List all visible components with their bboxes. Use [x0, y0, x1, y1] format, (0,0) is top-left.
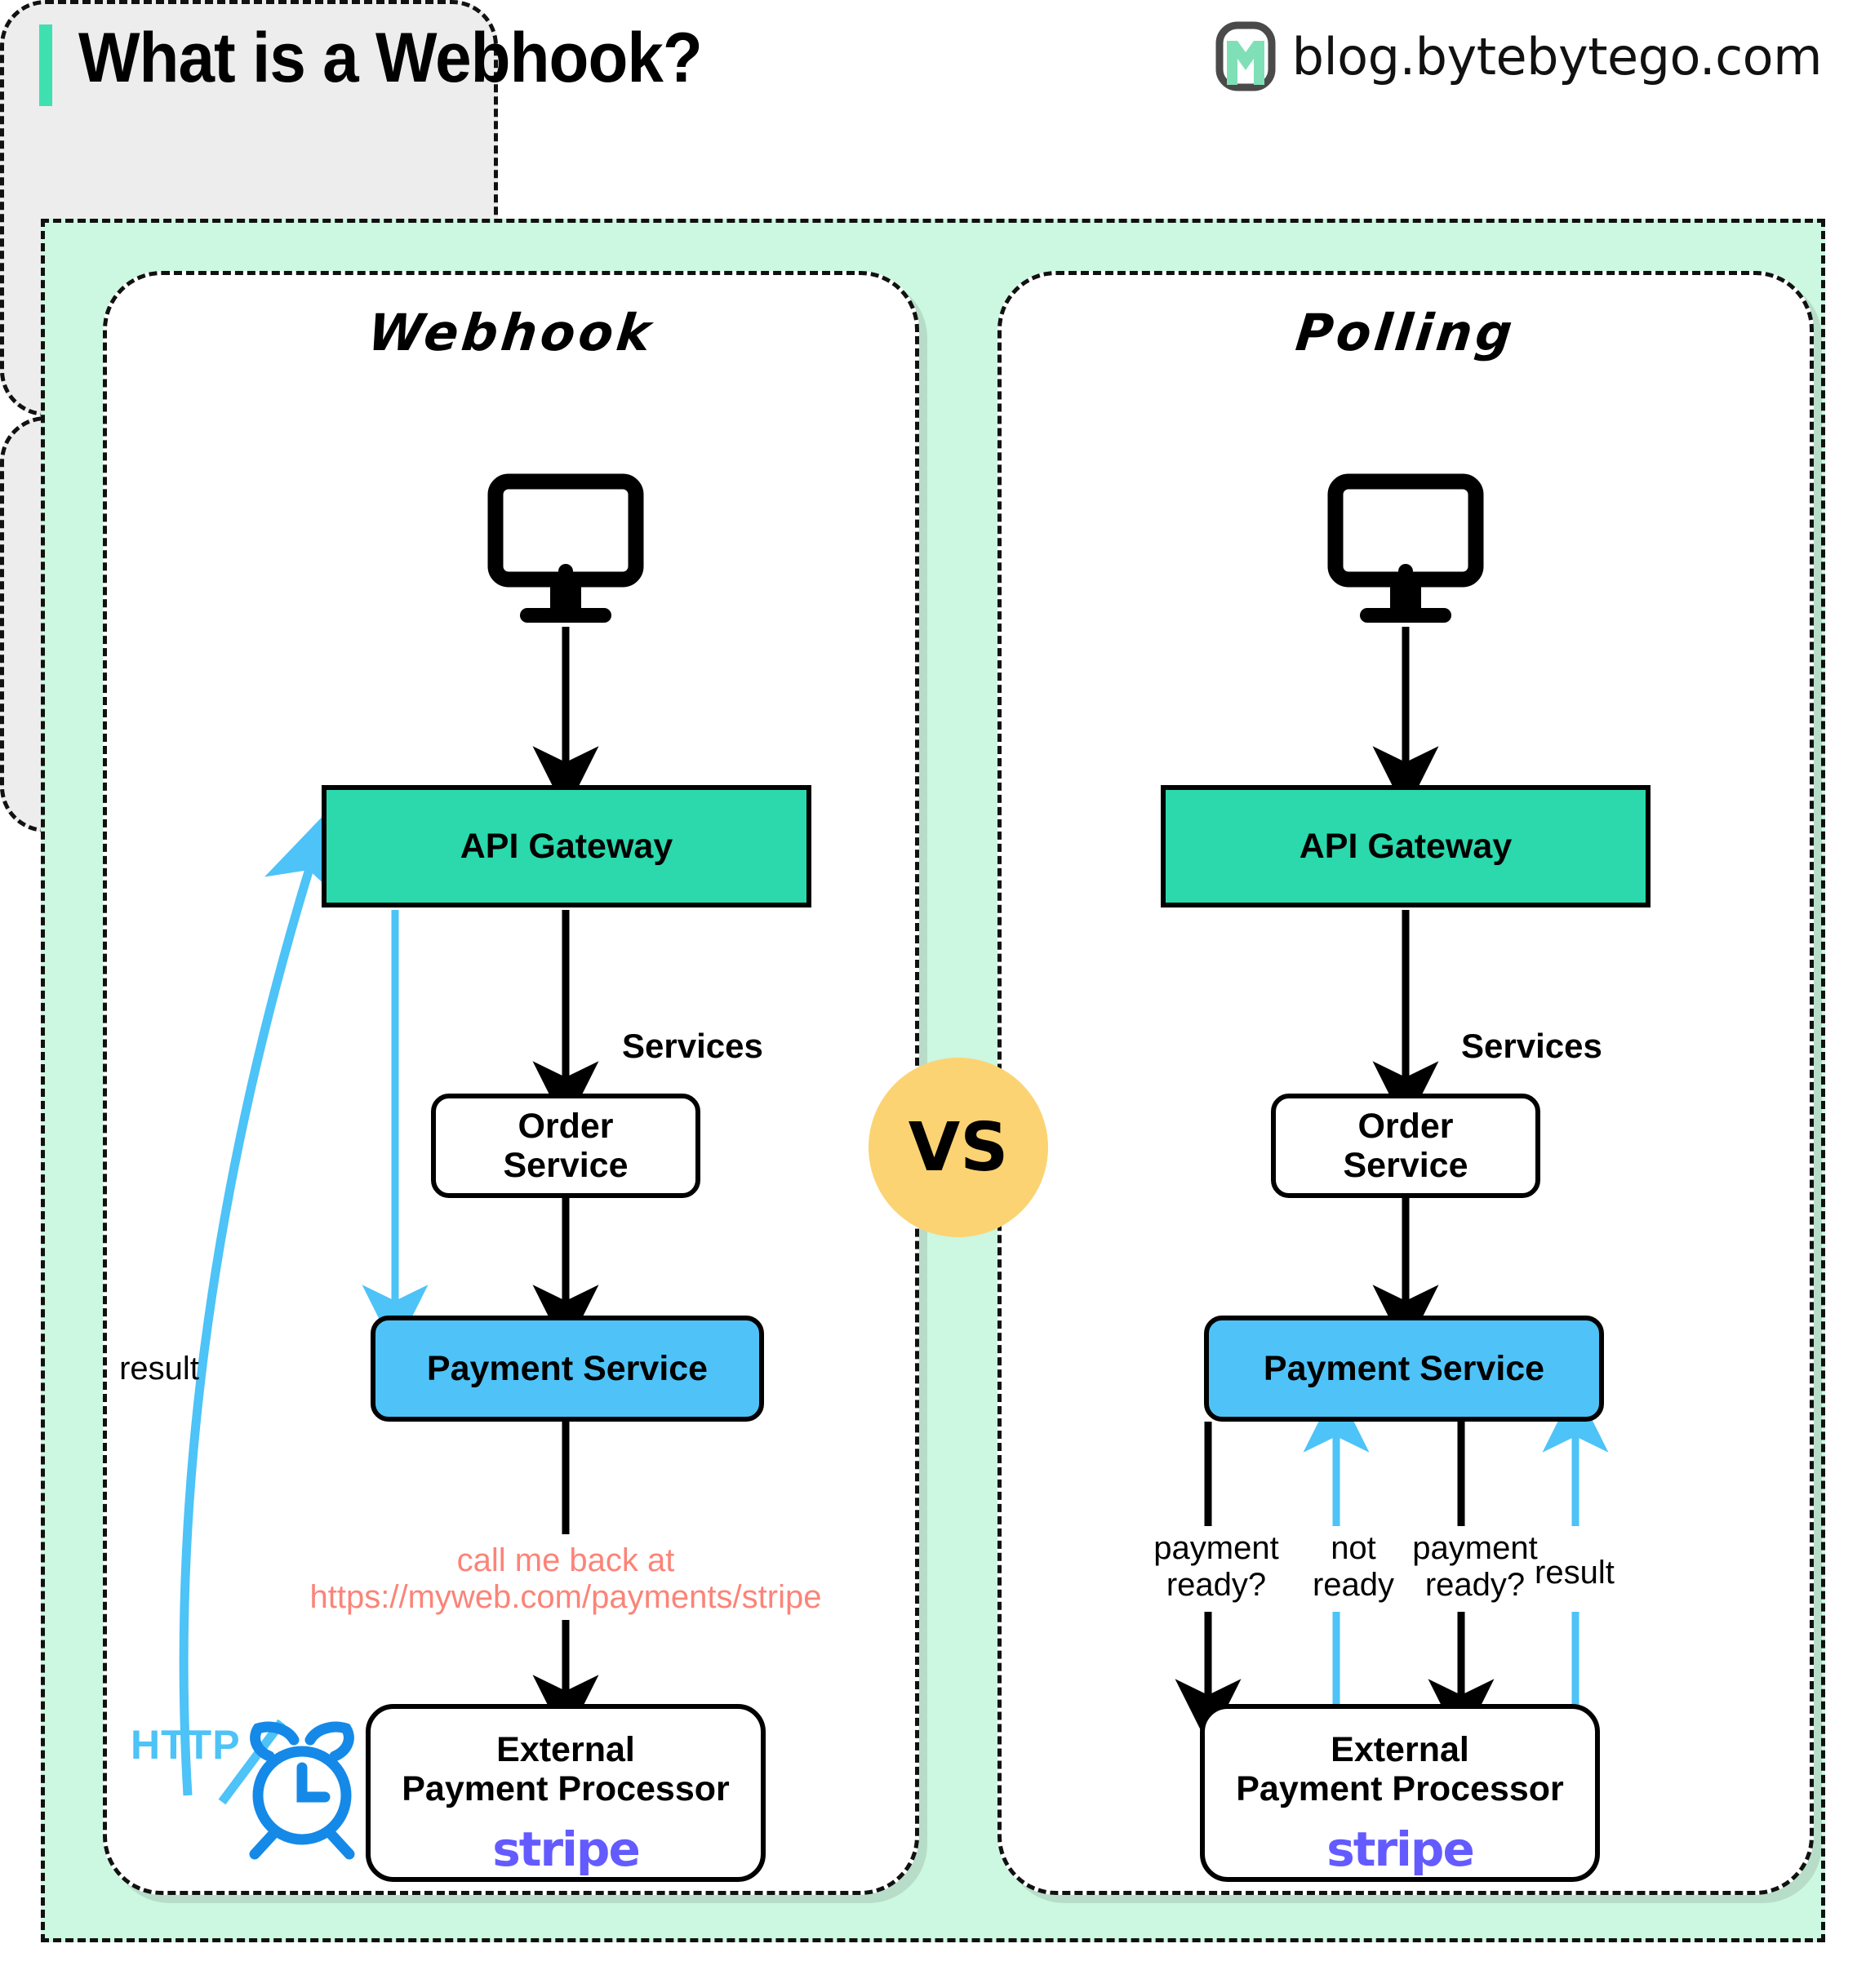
poll-label-4: result — [1535, 1555, 1615, 1591]
panel-polling: Polling — [997, 271, 1814, 1895]
brand-block: blog.bytebytego.com — [1215, 21, 1823, 91]
services-label-polling: Services — [1461, 1027, 1602, 1065]
poll-label-1-line2: ready? — [1166, 1566, 1267, 1603]
order-service-line2: Service — [1343, 1146, 1468, 1185]
stripe-logo-polling: stripe — [1326, 1822, 1475, 1878]
callback-line1: call me back at — [456, 1542, 675, 1578]
services-label-webhook: Services — [622, 1027, 763, 1065]
payment-service-polling[interactable]: Payment Service — [1204, 1316, 1604, 1422]
payment-service-webhook[interactable]: Payment Service — [371, 1316, 764, 1422]
poll-label-3-line1: payment — [1412, 1530, 1538, 1566]
callback-line2: https://myweb.com/payments/stripe — [309, 1578, 822, 1615]
external-line1: External — [496, 1730, 635, 1769]
poll-label-1: payment ready? — [1139, 1530, 1294, 1604]
poll-label-2-line2: ready — [1312, 1566, 1395, 1603]
order-service-webhook[interactable]: Order Service — [431, 1094, 700, 1198]
page-header: What is a Webhook? blog.bytebytego.com — [0, 0, 1866, 131]
external-line2: Payment Processor — [1236, 1769, 1564, 1809]
title-accent-bar — [39, 24, 52, 106]
order-service-polling[interactable]: Order Service — [1271, 1094, 1540, 1198]
result-label-webhook: result — [119, 1351, 199, 1387]
poll-label-2-line1: not — [1331, 1530, 1376, 1566]
poll-label-1-line1: payment — [1153, 1530, 1279, 1566]
http-label-webhook: HTTP — [131, 1722, 241, 1768]
external-line1: External — [1331, 1730, 1469, 1769]
api-gateway-polling[interactable]: API Gateway — [1161, 785, 1651, 907]
order-service-line1: Order — [1357, 1106, 1454, 1146]
poll-label-3-line2: ready? — [1424, 1566, 1526, 1603]
bytebytego-logo-icon — [1215, 21, 1276, 91]
page-title: What is a Webhook? — [78, 19, 703, 97]
panel-webhook: Webhook — [103, 271, 919, 1895]
callback-note-webhook: call me back at https://myweb.com/paymen… — [280, 1542, 851, 1616]
poll-label-3: payment ready? — [1397, 1530, 1553, 1604]
stripe-logo-webhook: stripe — [492, 1822, 641, 1878]
order-service-line2: Service — [503, 1146, 629, 1185]
panel-title-webhook: Webhook — [365, 303, 657, 362]
order-service-line1: Order — [518, 1106, 614, 1146]
poll-label-2: not ready — [1292, 1530, 1415, 1604]
panel-title-polling: Polling — [1293, 303, 1518, 362]
brand-url: blog.bytebytego.com — [1291, 26, 1823, 87]
external-payment-processor-webhook[interactable]: External Payment Processor stripe — [366, 1704, 766, 1882]
api-gateway-webhook[interactable]: API Gateway — [322, 785, 811, 907]
vs-badge: VS — [869, 1058, 1048, 1237]
external-payment-processor-polling[interactable]: External Payment Processor stripe — [1200, 1704, 1600, 1882]
external-line2: Payment Processor — [402, 1769, 730, 1809]
